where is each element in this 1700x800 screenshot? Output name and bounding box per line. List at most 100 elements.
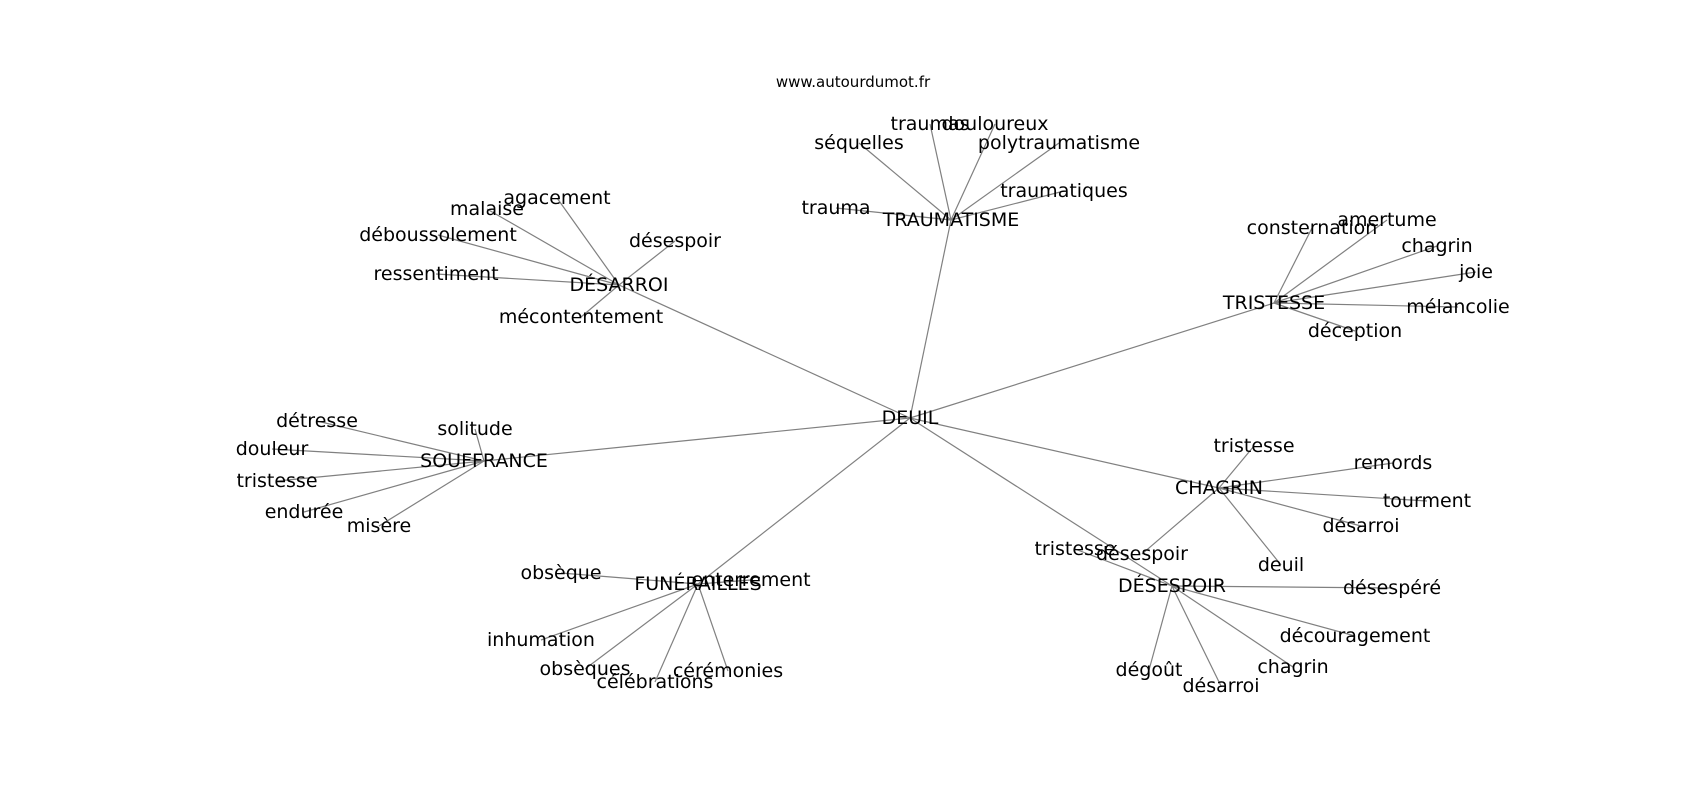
center-word-label: DEUIL [882, 407, 939, 429]
leaf-word-label: endurée [265, 501, 344, 523]
leaf-word-label: tristesse [1034, 538, 1115, 560]
leaf-edge [276, 460, 485, 482]
hub-word-label: TRISTESSE [1222, 292, 1325, 314]
hub-edge [483, 417, 911, 462]
leaf-edge [697, 579, 752, 585]
leaf-word-label: solitude [437, 418, 512, 440]
hub-edge [909, 219, 952, 419]
leaf-word-label: douleur [236, 438, 309, 460]
leaf-word-label: tourment [1383, 490, 1471, 512]
leaf-edge [560, 572, 699, 585]
leaf-edge [474, 428, 485, 462]
leaf-edge [654, 583, 699, 683]
leaf-word-label: misère [347, 515, 411, 537]
leaf-word-label: mélancolie [1406, 296, 1509, 318]
leaf-edge [950, 142, 1060, 221]
leaf-edge [1218, 487, 1362, 527]
leaf-edge [1273, 271, 1477, 304]
leaf-edge [618, 240, 676, 286]
leaf-edge [1141, 487, 1220, 555]
leaf-word-label: tristesse [236, 470, 317, 492]
leaf-word-label: agacement [503, 187, 610, 209]
leaf-edge [316, 420, 485, 462]
leaf-word-label: inhumation [487, 629, 595, 651]
leaf-word-label: malaise [450, 198, 524, 220]
leaf-edge [1218, 487, 1282, 566]
leaf-word-label: désarroi [1322, 515, 1399, 537]
leaf-word-label: détresse [276, 410, 358, 432]
leaf-edge [303, 460, 485, 513]
source-url: www.autourdumot.fr [776, 73, 931, 91]
leaf-word-label: dégoût [1116, 659, 1183, 681]
leaf-edge [271, 448, 485, 462]
leaf-word-label: désespoir [1096, 543, 1188, 565]
leaf-edge [1218, 487, 1428, 502]
leaf-edge [697, 583, 729, 672]
leaf-edge [1148, 585, 1173, 671]
hub-edge [909, 302, 1275, 419]
leaf-word-label: trauma [801, 197, 870, 219]
leaf-edge [435, 273, 620, 286]
leaf-edge [1171, 585, 1294, 668]
leaf-word-label: déboussolement [359, 224, 517, 246]
leaf-edge [1273, 302, 1459, 308]
leaf-word-label: traumatiques [1000, 180, 1128, 202]
leaf-word-label: découragement [1280, 625, 1431, 647]
leaf-edge [580, 284, 620, 318]
leaf-edge [1074, 548, 1173, 587]
leaf-word-label: remords [1354, 452, 1433, 474]
leaf-edge [1273, 302, 1356, 332]
leaf-word-label: polytraumatisme [978, 132, 1140, 154]
leaf-edge [1273, 219, 1388, 304]
leaf-edge [950, 190, 1065, 221]
hub-edge [909, 417, 1173, 587]
leaf-edge [929, 123, 952, 221]
leaf-word-label: douloureux [941, 113, 1048, 135]
leaf-word-label: tristesse [1213, 435, 1294, 457]
hub-edge [909, 417, 1220, 489]
leaf-word-label: célébrations [597, 671, 714, 693]
leaf-word-label: chagrin [1257, 656, 1328, 678]
leaf-edge [1171, 585, 1222, 687]
leaf-word-label: déception [1308, 320, 1402, 342]
leaf-edge [1273, 245, 1438, 304]
leaf-word-label: ressentiment [373, 263, 498, 285]
hub-word-label: FUNÉRAILLES [634, 572, 761, 595]
leaf-word-label: enterrement [691, 569, 810, 591]
leaf-word-label: obsèque [520, 562, 601, 584]
hub-edge [618, 284, 911, 419]
leaf-word-label: désarroi [1182, 675, 1259, 697]
graph-edges [271, 123, 1477, 687]
leaf-edge [835, 207, 952, 221]
leaf-edge [437, 234, 620, 286]
leaf-word-label: obsèques [540, 658, 631, 680]
leaf-word-label: séquelles [814, 132, 904, 154]
hub-word-label: CHAGRIN [1175, 477, 1263, 499]
leaf-edge [486, 208, 620, 286]
leaf-word-label: mécontentement [499, 306, 663, 328]
leaf-word-label: désespéré [1343, 577, 1441, 599]
leaf-edge [1218, 462, 1394, 489]
hub-word-label: DÉSARROI [569, 273, 668, 296]
hub-edge [697, 417, 911, 585]
leaf-edge [1218, 445, 1255, 489]
leaf-word-label: joie [1458, 261, 1493, 283]
leaf-word-label: amertume [1337, 209, 1436, 231]
hub-word-label: DÉSESPOIR [1118, 574, 1226, 597]
leaf-edge [378, 460, 485, 527]
leaf-edge [858, 142, 952, 221]
leaf-word-label: chagrin [1401, 235, 1472, 257]
hub-word-label: TRAUMATISME [882, 209, 1020, 231]
leaf-word-label: deuil [1258, 554, 1304, 576]
leaf-word-label: traumas [891, 113, 970, 135]
leaf-word-label: désespoir [629, 230, 721, 252]
leaf-word-label: cérémonies [673, 660, 783, 682]
leaf-edge [556, 197, 620, 286]
leaf-edge [1171, 585, 1356, 637]
leaf-edge [584, 583, 699, 670]
leaf-edge [540, 583, 699, 641]
leaf-edge [950, 123, 996, 221]
leaf-word-label: consternation [1247, 217, 1378, 239]
